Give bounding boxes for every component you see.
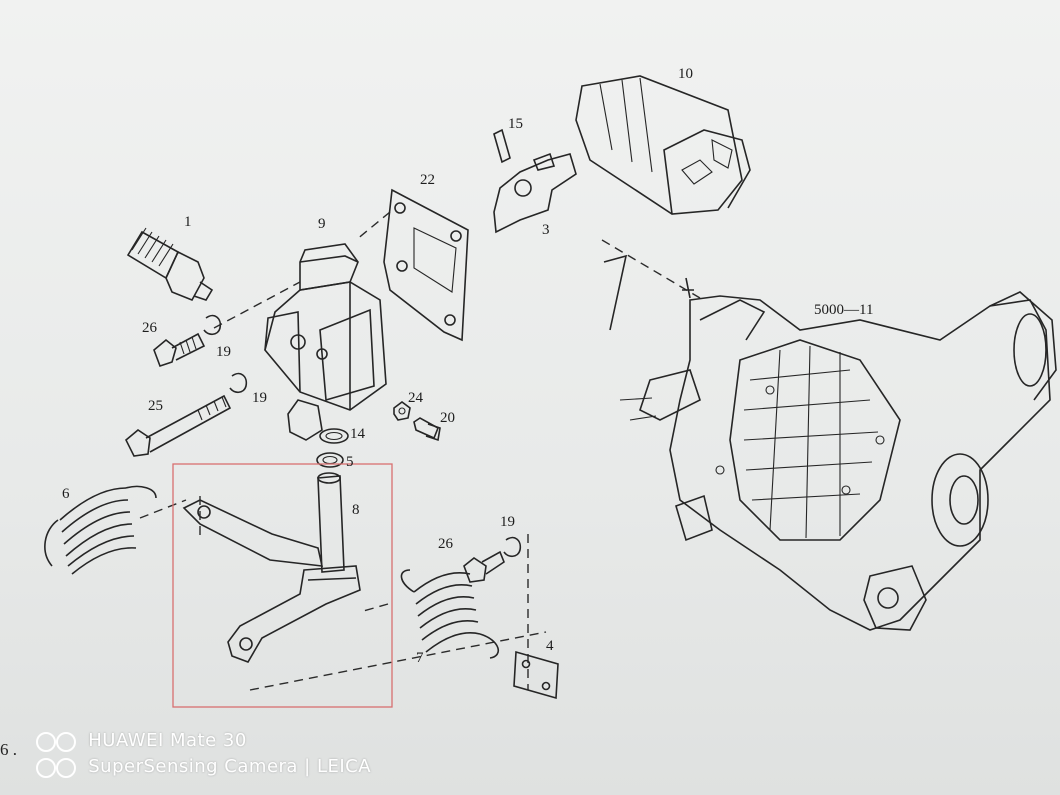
- transfer-case-assembly: [601, 239, 1057, 631]
- callout-label: 26: [142, 320, 158, 336]
- camera-lens-text: SuperSensing Camera | LEICA: [88, 756, 372, 777]
- part-7-spring: [400, 569, 500, 659]
- callout-label: 19: [216, 344, 231, 360]
- callout-label: 5000—11: [814, 302, 873, 318]
- callout-label: 9: [318, 216, 326, 232]
- callout-label: 19: [500, 514, 515, 530]
- page-number: 6 .: [0, 740, 17, 759]
- callout-label: 4: [546, 638, 554, 654]
- camera-rings-icon: [36, 732, 82, 752]
- camera-rings-icon: [36, 758, 82, 778]
- part-5-oring: [316, 452, 344, 468]
- callout-label: 10: [678, 66, 693, 82]
- callout-label: 22: [420, 172, 435, 188]
- bolt-25: [125, 394, 232, 457]
- callout-label: 20: [440, 410, 455, 426]
- callout-label: 6: [62, 486, 70, 502]
- washer-19-lower: [503, 536, 522, 558]
- bolt-26-lower: [463, 550, 505, 583]
- washer-19-mid: [229, 372, 248, 394]
- bolt-26-upper: [153, 332, 206, 368]
- part-1-switch: [126, 227, 214, 302]
- callout-label: 7: [416, 650, 424, 666]
- washer-19-upper: [203, 314, 222, 336]
- callout-label: 14: [350, 426, 366, 442]
- part-22-gasket: [383, 188, 469, 342]
- part-6-spring: [44, 485, 187, 575]
- camera-watermark-line1: HUAWEI Mate 30: [36, 730, 247, 752]
- camera-model-text: HUAWEI Mate 30: [88, 730, 247, 751]
- callout-label: 24: [408, 390, 424, 406]
- part-8-shift-arm: [182, 472, 361, 663]
- part-20-bolt: [413, 417, 441, 442]
- part-14-oring: [319, 428, 349, 444]
- callout-label: 19: [252, 390, 267, 406]
- callout-label: 25: [148, 398, 163, 414]
- camera-watermark-line2: SuperSensing Camera | LEICA: [36, 756, 372, 778]
- callout-label: 8: [352, 502, 360, 518]
- callout-label: 3: [542, 222, 550, 238]
- highlight-box: [172, 463, 393, 708]
- part-9-housing: [213, 211, 391, 441]
- part-10-sleeve: [575, 75, 751, 215]
- callout-label: 5: [346, 454, 354, 470]
- part-24-nut: [393, 401, 411, 421]
- callout-label: 26: [438, 536, 454, 552]
- callout-label: 1: [184, 214, 192, 230]
- part-4-plate: [513, 650, 559, 700]
- callout-label: 15: [508, 116, 523, 132]
- part-3-lever: [493, 128, 577, 234]
